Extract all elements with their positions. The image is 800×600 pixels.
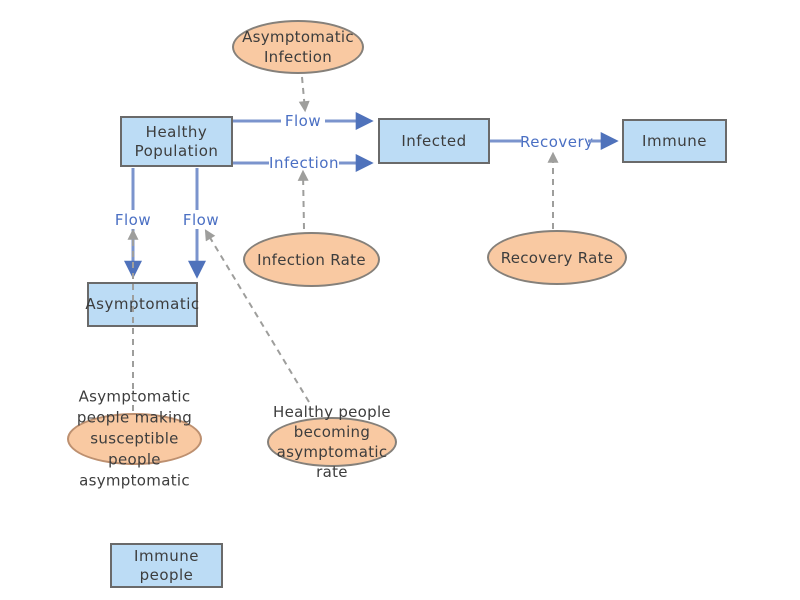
variable-label-recovery-rate: Recovery Rate [500,248,614,267]
variable-label-asymptomatic-conversion: Asymptomatic people making susceptible p… [76,387,193,490]
variable-asymptomatic-infection[interactable]: Asymptomatic Infection [232,20,364,74]
link-infection-rate-to-infection [297,169,309,230]
flow-label-flow-right: Flow [182,211,220,229]
variable-asymptomatic-conversion[interactable]: Asymptomatic people making susceptible p… [67,388,202,490]
flow-label-flow-top: Flow [284,112,322,130]
variable-label-infection-rate: Infection Rate [257,250,366,269]
stock-label-immune: Immune [642,131,707,150]
stock-label-asymptomatic: Asymptomatic [85,295,200,313]
stock-asymptomatic[interactable]: Asymptomatic [85,282,200,327]
flow-label-flow-left: Flow [114,211,152,229]
variable-label-asymptomatic-infection: Asymptomatic Infection [242,28,354,66]
stock-label-immune-people: Immune people [134,546,199,584]
flow-label-infection: Infection [269,154,339,172]
variable-label-healthy-becoming-asymptomatic-rate: Healthy people becoming asymptomatic rat… [273,403,391,481]
stock-immune[interactable]: Immune [622,119,727,163]
variable-healthy-becoming-asymptomatic-rate[interactable]: Healthy people becoming asymptomatic rat… [267,403,397,481]
variable-recovery-rate[interactable]: Recovery Rate [487,230,627,285]
stock-immune-people[interactable]: Immune people [110,543,223,588]
flow-label-recovery: Recovery [520,133,594,151]
link-asymptomatic-infection-to-flow [298,76,310,113]
stock-label-infected: Infected [401,131,467,150]
stock-label-healthy-population: Healthy Population [134,122,219,160]
stock-infected[interactable]: Infected [378,118,490,164]
stock-healthy-population[interactable]: Healthy Population [120,116,233,167]
variable-infection-rate[interactable]: Infection Rate [243,232,380,287]
